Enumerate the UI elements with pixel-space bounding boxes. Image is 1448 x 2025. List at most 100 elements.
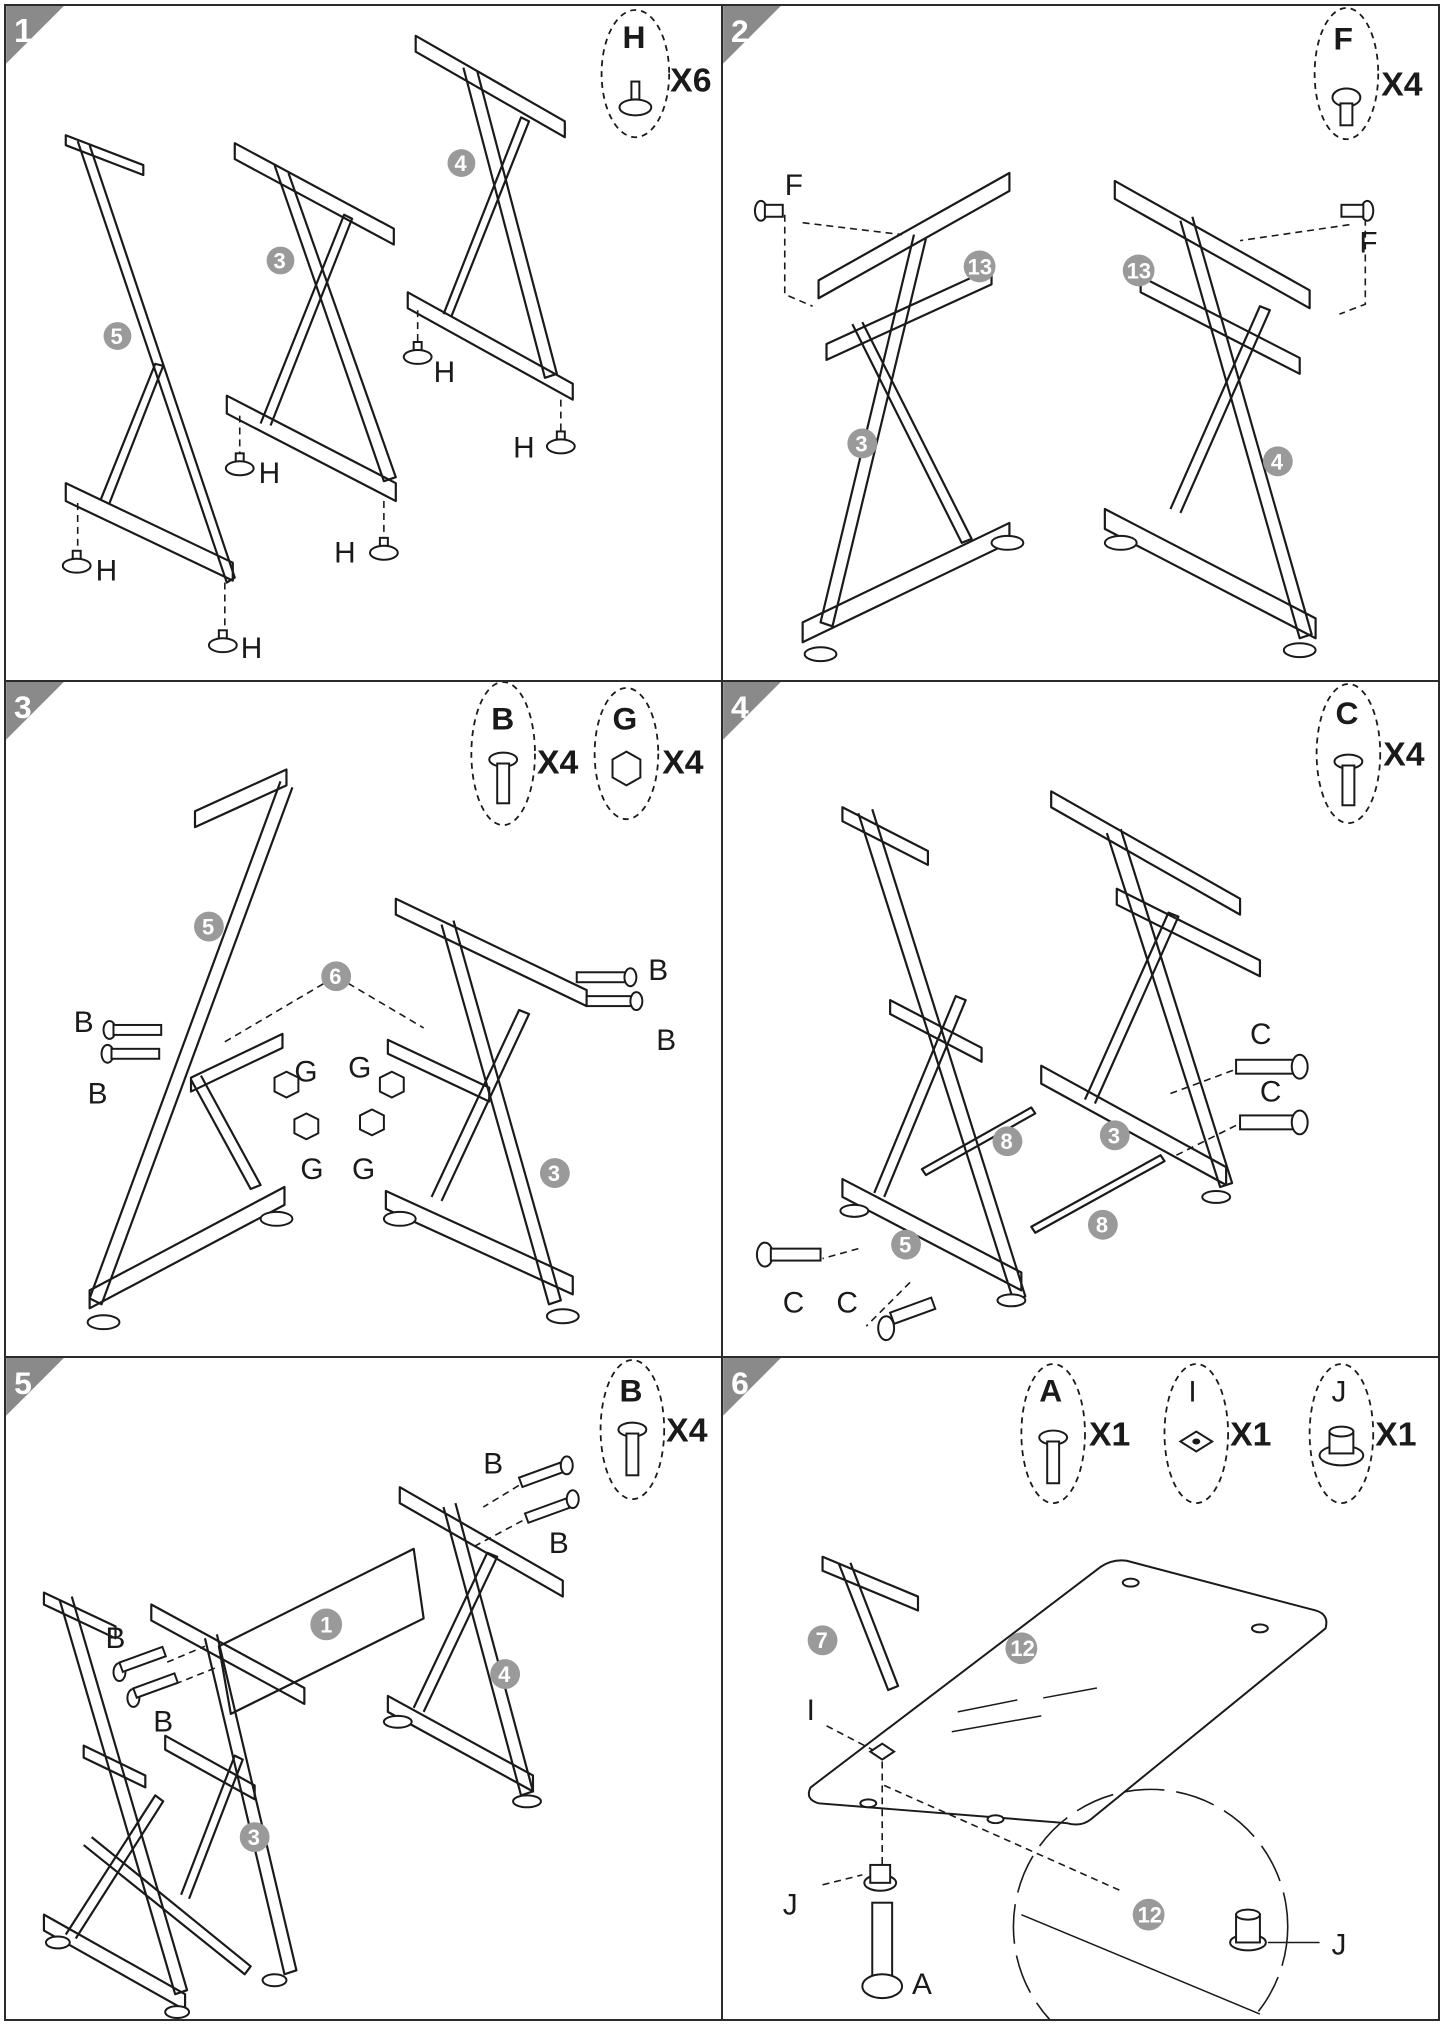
leg-frame-3 [225,142,397,503]
leg-frame-5 [42,1591,252,2012]
hardware-oval-i [1163,1363,1230,1505]
label-i: I [807,1694,815,1727]
leveling-foot-icon [402,341,433,365]
part-number-3: 3 [248,1825,260,1850]
bumper-cup-icon-j [1318,1425,1365,1467]
leveling-foot-icon [545,430,576,455]
part-number-3: 3 [855,431,867,456]
label-c: C [783,1286,805,1319]
label-h: H [241,632,263,665]
step-3-illustration: 3 B X4 G X4 5 [6,682,704,1331]
step-2-panel: 2 F X4 F 13 3 [721,4,1440,682]
part-badge-5 [103,322,132,350]
step-3-number: 3 [14,689,32,725]
cap-nut-icon-g [611,750,642,787]
part-number-7: 7 [816,1628,828,1653]
cap-nut-g [293,1112,320,1141]
part-number-3: 3 [274,248,286,273]
hardware-qty-h: X6 [670,61,711,99]
hardware-oval-c [1315,683,1382,825]
part-badge-8 [992,1126,1023,1157]
bolt-icon-b [617,1421,648,1477]
part-number-8: 8 [1000,1129,1012,1154]
part-badge-7 [807,1625,838,1656]
part-number-3: 3 [548,1161,560,1186]
step-4-panel: 4 C X4 5 [721,680,1440,1358]
bolt-icon-b [488,751,519,805]
part-badge-3 [1099,1120,1130,1151]
step-1-panel: 1 H X6 H H 5 [4,4,723,682]
step-3-corner-tab [6,682,64,740]
part-number-8: 8 [1096,1213,1108,1238]
hardware-oval-b [599,1359,666,1501]
part-number-6: 6 [329,964,341,989]
hardware-oval-f [1313,7,1380,141]
bolt-b [112,1645,168,1683]
hardware-qty-f: X4 [1381,65,1423,103]
step-5-panel: 5 B X4 4 1 [4,1356,723,2021]
leg-frame-4 [386,1486,564,1797]
step-5-number: 5 [14,1365,32,1401]
part-badge-13 [963,250,996,283]
foot [512,1794,542,1809]
step-3-panel: 3 B X4 G X4 5 [4,680,723,1358]
leveling-foot-icon [224,452,255,477]
step-1-number: 1 [14,12,33,50]
leg-frame-3 [384,897,588,1306]
label-b: B [74,1006,94,1039]
bumper [1121,1577,1140,1588]
leg-frame-5 [841,806,1027,1302]
foot [1201,1189,1232,1204]
bolt-b [585,991,644,1012]
part-number-4: 4 [454,151,467,176]
hardware-qty-b: X4 [666,1411,708,1449]
part-badge-5 [194,911,224,942]
bolt-b [126,1672,180,1708]
cap-nut-g [273,1070,300,1099]
part-badge-3 [847,428,878,459]
step-4-number: 4 [731,689,749,725]
detail-callout [1012,1788,1289,2019]
bolt-icon-a [1038,1429,1069,1485]
part-badge-12 [1132,1898,1165,1931]
bolt-b [102,1019,163,1040]
step-5-illustration: 5 B X4 4 1 [6,1358,708,2019]
label-g: G [294,1056,317,1089]
part-number-13: 13 [968,254,992,279]
label-b: B [483,1447,503,1480]
label-b: B [648,954,668,987]
leg-frame-5 [64,134,236,584]
foot [86,1314,121,1331]
step-6-panel: 6 A X1 I X1 J X1 7 [721,1356,1440,2021]
label-h: H [259,457,281,490]
hardware-qty-b: X4 [537,743,579,781]
step-2-illustration: 2 F X4 F 13 3 [723,6,1423,663]
label-f: F [1359,227,1377,260]
foot [545,1308,580,1325]
hardware-letter-i: I [1188,1376,1196,1409]
part-badge-3 [266,246,295,275]
leg-frame-5 [88,768,294,1310]
label-g: G [300,1153,323,1186]
part-badge-1 [310,1608,343,1641]
cap-nut-g [378,1070,405,1099]
step-6-number: 6 [731,1365,749,1401]
part-number-12: 12 [1138,1903,1162,1928]
leveling-foot-icon [207,629,238,654]
part-number-5: 5 [202,915,214,940]
part-number-3: 3 [1108,1123,1120,1148]
leveling-foot-icon [61,549,92,574]
glass-top-12 [807,1559,1328,1826]
rod-8 [920,1106,1037,1177]
bumper [859,1798,878,1809]
part-number-1: 1 [320,1612,332,1637]
hardware-oval-h [600,9,671,139]
leg-frame-4 [406,34,574,401]
screw-icon-f [1340,199,1375,222]
part-7 [821,1555,920,1692]
hardware-letter-f: F [1333,21,1352,57]
part-badge-4 [1262,446,1293,477]
part-badge-4 [490,1659,521,1689]
label-c: C [836,1286,858,1319]
part-badge-6 [321,961,352,992]
